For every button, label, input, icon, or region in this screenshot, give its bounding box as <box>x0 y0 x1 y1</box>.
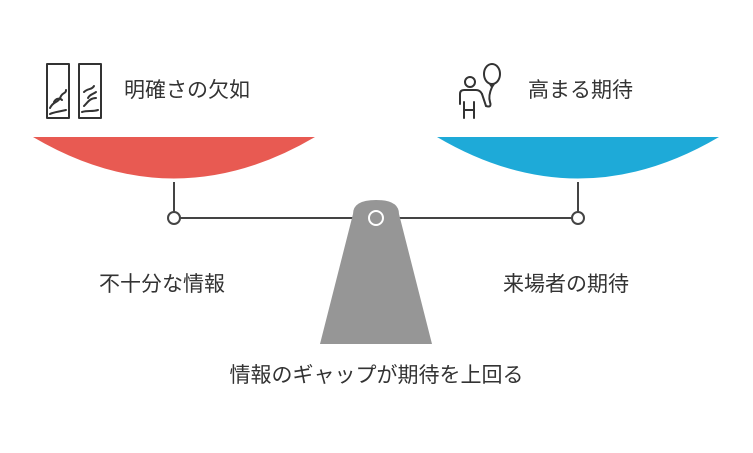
person-with-balloon-icon <box>459 63 501 119</box>
right-title: 高まる期待 <box>528 78 633 102</box>
pivot-joint <box>368 210 384 226</box>
right-pan <box>437 137 719 179</box>
left-subtitle: 不十分な情報 <box>99 272 225 296</box>
left-pan <box>33 137 315 179</box>
painting-icon <box>46 63 102 119</box>
caption: 情報のギャップが期待を上回る <box>229 363 524 387</box>
left-title: 明確さの欠如 <box>124 78 250 102</box>
fulcrum <box>320 200 432 344</box>
left-joint <box>167 211 181 225</box>
right-subtitle: 来場者の期待 <box>503 272 629 296</box>
right-joint <box>571 211 585 225</box>
